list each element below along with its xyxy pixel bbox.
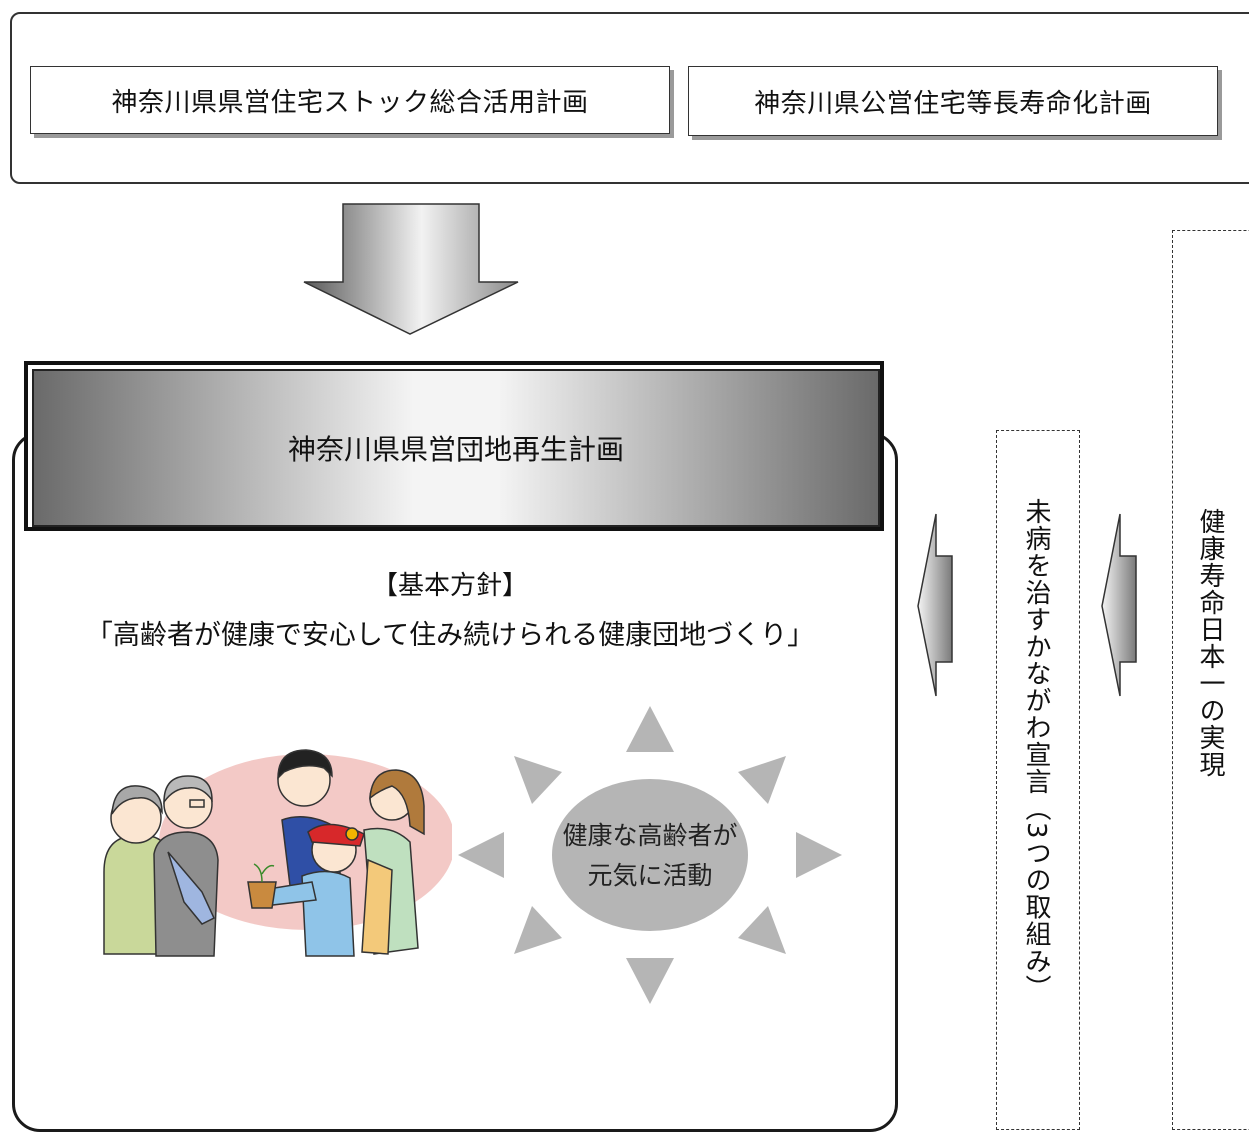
elderly-man-figure bbox=[153, 775, 219, 957]
sun-graphic-icon bbox=[458, 706, 842, 1004]
stock-utilization-plan-box: 神奈川県県営住宅ストック総合活用計画 bbox=[30, 66, 670, 134]
regeneration-plan-title: 神奈川県県営団地再生計画 bbox=[287, 433, 624, 466]
basic-policy-heading: 【基本方針】 bbox=[371, 571, 528, 601]
upper-plans-group bbox=[10, 12, 1249, 184]
longevity-plan-box: 神奈川県公営住宅等長寿命化計画 bbox=[688, 66, 1218, 136]
sun-label-line1: 健康な高齢者が bbox=[562, 821, 738, 850]
plant-pot-icon bbox=[247, 863, 277, 909]
longevity-plan-label: 神奈川県公営住宅等長寿命化計画 bbox=[754, 88, 1152, 119]
left-arrow-icon bbox=[917, 513, 953, 697]
sun-rays bbox=[458, 706, 842, 1004]
sun-core bbox=[552, 779, 748, 931]
people-illustration bbox=[103, 749, 452, 957]
sun-label-line2: 元気に活動 bbox=[587, 861, 713, 890]
mother-figure bbox=[361, 769, 425, 955]
mibyo-declaration-text: 未病を治すかながわ宣言（3つの取組み） bbox=[1021, 498, 1051, 1002]
healthy-life-goal-text: 健康寿命日本一の実現 bbox=[1195, 508, 1225, 778]
down-arrow-icon bbox=[303, 203, 519, 335]
stock-utilization-plan-label: 神奈川県県営住宅ストック総合活用計画 bbox=[111, 87, 589, 118]
regeneration-plan-title-box: 神奈川県県営団地再生計画 bbox=[24, 361, 884, 531]
basic-policy-text: 「高齢者が健康で安心して住み続けられる健康団地づくり」 bbox=[85, 620, 815, 651]
regeneration-plan-title-panel: 神奈川県県営団地再生計画 bbox=[32, 369, 880, 527]
sun-label: 健康な高齢者が 元気に活動 bbox=[520, 816, 780, 896]
child-figure bbox=[261, 823, 365, 957]
left-arrow-icon bbox=[1101, 513, 1137, 697]
